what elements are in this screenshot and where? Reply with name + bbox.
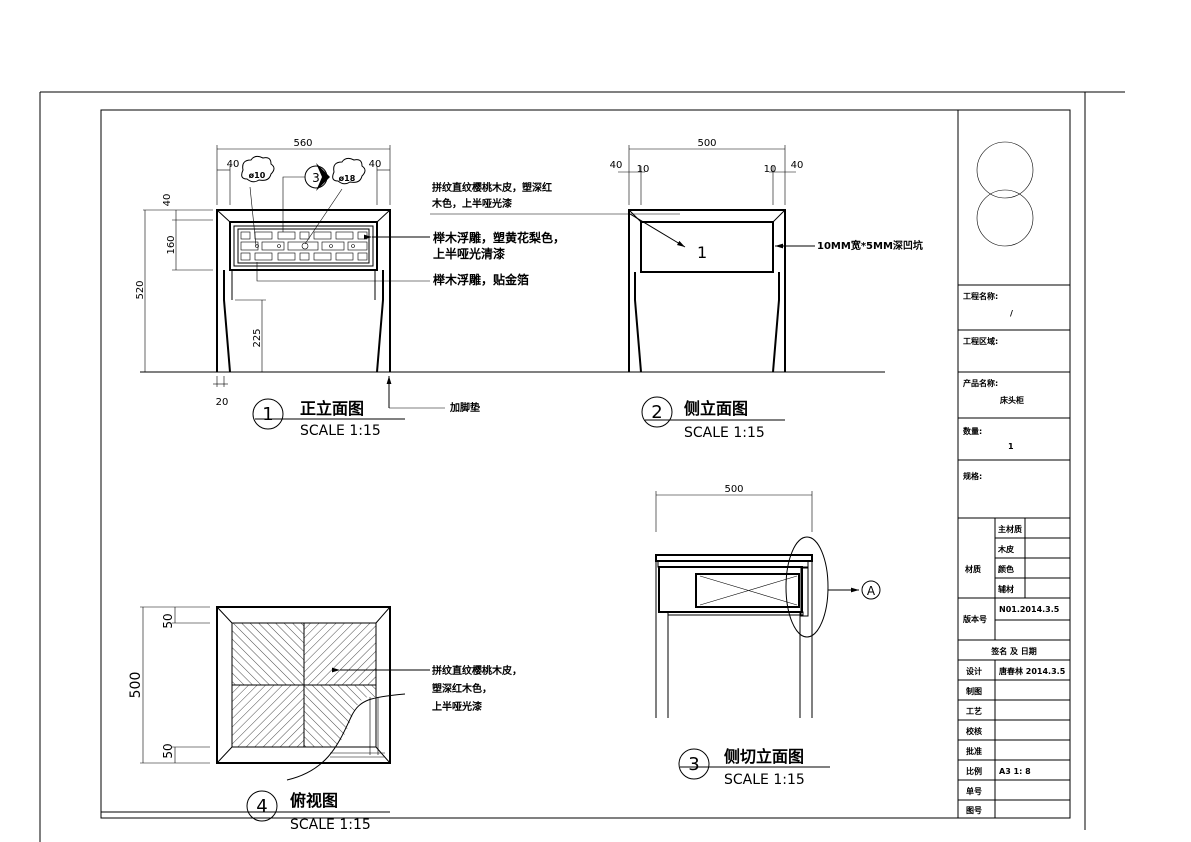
project-name-label: 工程名称: [963,291,998,301]
side-elevation-view: 1 10MM宽*5MM深凹坑 500 40 10 10 40 2 侧立面图 SC… [610,138,923,441]
dim-height: 520 [135,280,146,299]
sheet-frame [39,91,1125,842]
project-name: / [1010,309,1013,318]
note-foot-pad: 加脚垫 [449,401,480,414]
note-veneer-1: 拼纹直纹樱桃木皮， [432,664,522,677]
dim-width: 500 [724,484,743,495]
material-veneer: 木皮 [997,544,1014,554]
dim-top: 40 [162,194,173,207]
dim-right-margin: 40 [791,160,804,171]
version-label: 版本号 [962,614,987,624]
section-arrow-icon [316,163,330,191]
product-name: 床头柜 [1000,395,1024,405]
dim-left-inset: 10 [637,164,650,175]
callout-cloud-d10 [241,155,275,183]
sign-label: 设计 [966,666,982,676]
view-scale: SCALE 1:15 [290,817,371,833]
dim-bottom: 50 [161,743,175,758]
sign-label: 校核 [966,726,982,736]
callout-cloud-d18 [332,157,366,185]
project-area-label: 工程区域: [963,336,998,346]
dim-leg: 225 [252,328,263,347]
dim-right-inset: 10 [764,164,777,175]
dim-width: 560 [293,138,312,149]
spec-label: 规格: [963,471,982,481]
material-label: 材质 [965,564,981,574]
view-scale: SCALE 1:15 [300,423,381,439]
groove-note: 10MM宽*5MM深凹坑 [817,239,923,252]
sign-label: 制图 [966,686,982,696]
sign-label: 单号 [966,786,982,796]
note-veneer-1: 拼纹直纹樱桃木皮，塑深红 [432,181,552,194]
sign-label: 图号 [966,806,982,815]
material-aux: 辅材 [998,584,1014,594]
dim-left-margin: 40 [610,160,623,171]
quantity-label: 数量: [963,426,982,436]
view-title: 正立面图 [300,399,364,418]
callout-d10: ø10 [249,171,266,180]
panel-mark: 1 [697,243,707,262]
callout-d18: ø18 [339,174,356,183]
view-scale: SCALE 1:15 [684,425,765,441]
dim-height: 500 [128,672,144,699]
view-number: 2 [651,402,662,423]
logo-circle-top [976,141,1034,199]
dim-width: 500 [697,138,716,149]
sign-label: 比例 [966,766,982,776]
view-title: 侧立面图 [684,399,748,418]
carved-lattice-panel [240,231,368,261]
logo-circle-bottom [976,189,1034,247]
detail-ellipse [785,536,829,638]
view-number: 1 [262,404,273,425]
note-veneer-2: 塑深红木色， [432,682,492,695]
sign-label: 批准 [966,746,982,756]
sign-value: A3 1: 8 [999,767,1031,776]
sign-value: 唐春林 2014.3.5 [999,666,1066,676]
note-carving-gold: 榉木浮雕，贴金箔 [433,272,529,287]
product-name-label: 产品名称: [963,378,998,388]
dimension-lines [143,145,391,387]
note-veneer-2: 木色，上半哑光漆 [431,197,512,210]
section-marker: 3 [312,171,320,185]
material-main: 主材质 [998,524,1022,534]
top-view: 拼纹直纹樱桃木皮， 塑深红木色， 上半哑光漆 500 50 50 4 俯视图 S… [101,606,522,833]
view-title: 侧切立面图 [724,747,804,766]
sign-label: 工艺 [966,706,982,716]
dim-right-margin: 40 [369,159,382,170]
view-scale: SCALE 1:15 [724,772,805,788]
dim-top: 50 [161,613,175,628]
version: N01.2014.3.5 [999,605,1060,614]
signature-header: 签名 及 日期 [990,646,1037,656]
dim-foot: 20 [216,397,229,408]
note-carving-1: 榉木浮雕，塑黄花梨色， [433,230,565,245]
view-number: 4 [256,796,267,817]
view-title: 俯视图 [290,791,338,810]
quantity: 1 [1008,442,1014,451]
material-color: 颜色 [998,564,1014,574]
dim-left-margin: 40 [227,159,240,170]
front-elevation-view: 560 40 40 40 160 520 225 20 ø10 ø18 3 拼纹… [135,138,885,439]
note-carving-2: 上半哑光清漆 [433,246,505,261]
title-block: 工程名称: / 工程区域: 产品名称: 床头柜 数量: 1 规格: 材质 主材质… [958,141,1070,818]
view-number: 3 [688,754,699,775]
detail-marker: A [867,584,876,598]
note-veneer-3: 上半哑光漆 [432,700,482,713]
dim-panel: 160 [166,235,177,254]
side-section-view: 500 A 3 侧切立面图 SCALE 1:15 [655,484,881,788]
